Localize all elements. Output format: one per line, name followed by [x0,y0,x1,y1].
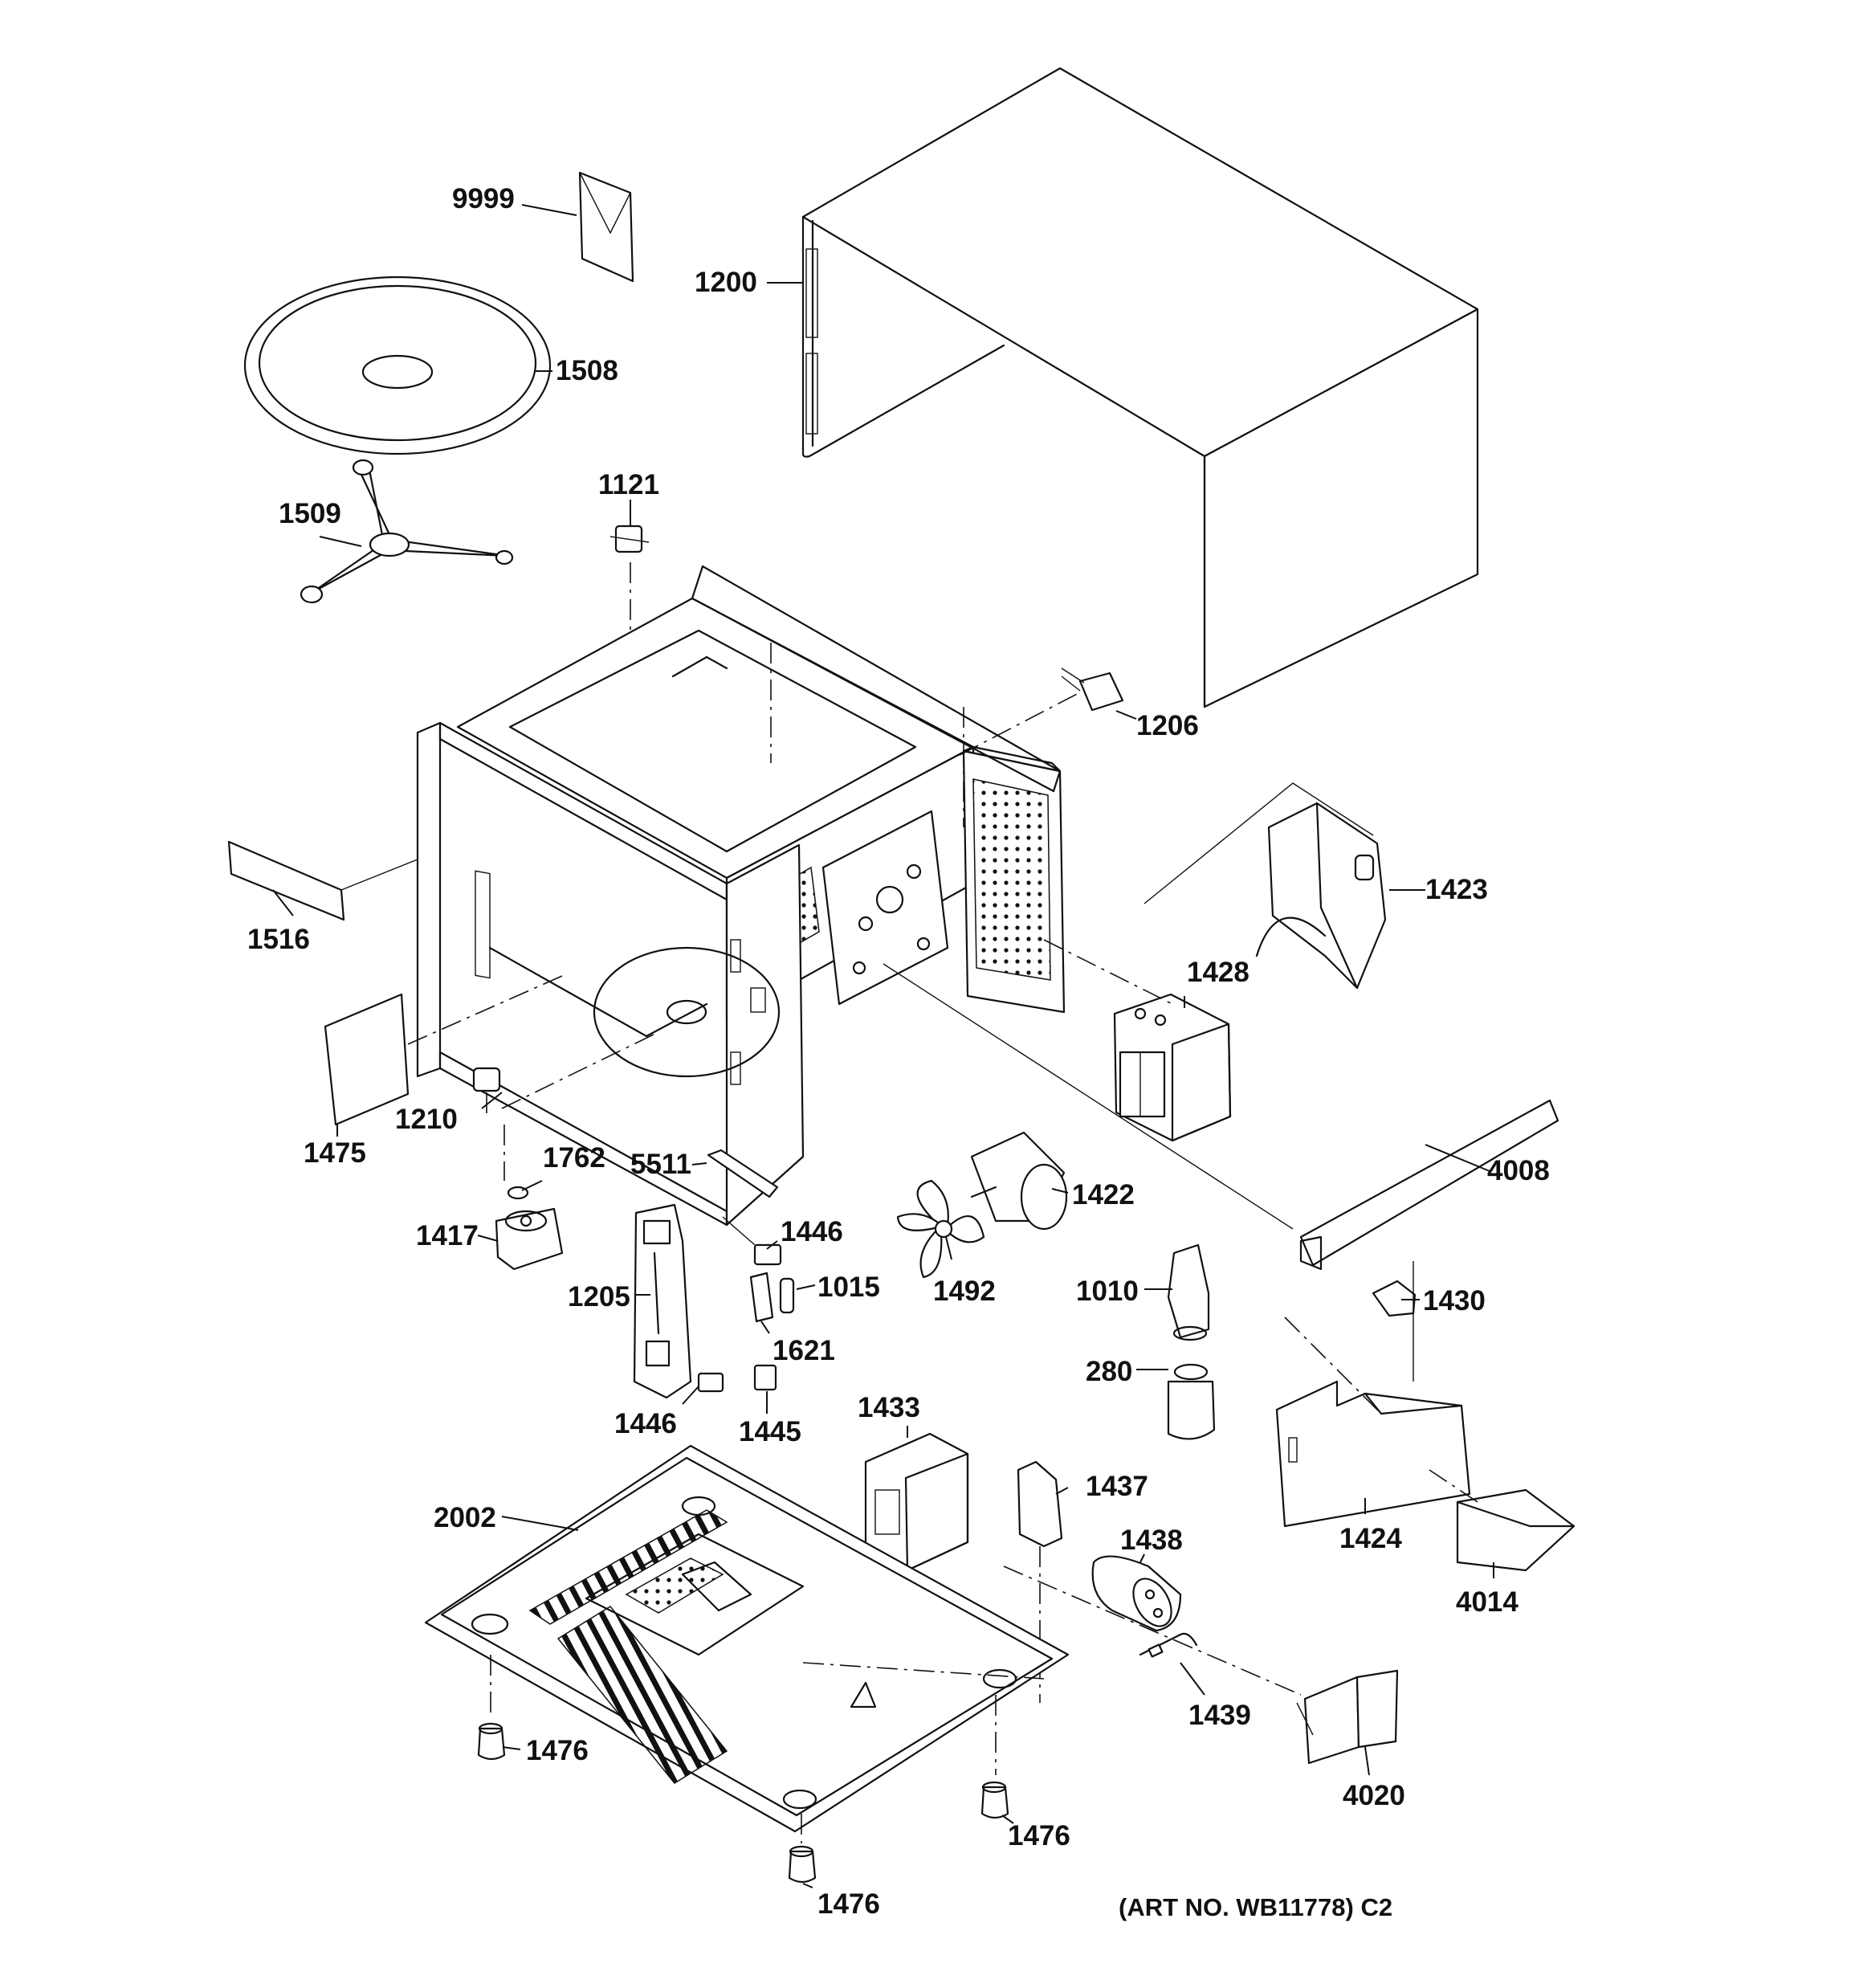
part-label-1010: 1010 [1076,1276,1139,1307]
part-label-9999: 9999 [452,183,515,214]
foot-right [980,1695,1009,1819]
part-label-1424: 1424 [1339,1523,1402,1554]
part-label-4020: 4020 [1343,1780,1405,1811]
part-label-1121: 1121 [598,469,659,500]
art-number: (ART NO. WB11778) C2 [1119,1893,1393,1921]
bracket-rail [883,963,1559,1271]
fan-motor [970,1131,1068,1231]
part-label-1428: 1428 [1187,957,1249,988]
interlock-switch-lower [697,1372,724,1393]
part-label-1439: 1439 [1188,1700,1251,1731]
door-seal-strip [227,840,418,921]
part-label-1210: 1210 [395,1104,458,1135]
part-label-1445: 1445 [739,1416,801,1447]
fan-duct [1143,782,1387,990]
cavity-assembly [416,565,1066,1227]
hinge-bracket [1372,1261,1417,1382]
part-label-1430: 1430 [1423,1285,1486,1316]
leader-lines [272,204,1494,1888]
turntable-tray [243,276,552,455]
foot-left [477,1655,506,1761]
hv-diode [1139,1632,1198,1658]
part-label-1423: 1423 [1425,874,1488,905]
part-label-1437: 1437 [1086,1471,1148,1502]
part-label-1516: 1516 [247,924,310,955]
part-label-1422: 1422 [1072,1179,1135,1210]
control-bracket [1275,1316,1471,1528]
part-label-1762: 1762 [543,1142,605,1174]
part-label-1206: 1206 [1136,710,1199,741]
part-label-4014: 4014 [1456,1586,1519,1618]
part-label-1015: 1015 [817,1272,880,1303]
hv-capacitor [1003,1555,1302,1696]
shield-plate [1429,1469,1576,1572]
fan-blade [896,1179,985,1279]
door-latch [707,1149,779,1198]
part-label-1205: 1205 [568,1281,630,1312]
fuse-holder [1167,1243,1210,1341]
part-label-1417: 1417 [416,1220,479,1251]
foot-front [788,1814,817,1884]
latch-board [633,1203,692,1399]
turntable-coupler [472,1031,659,1116]
part-label-280: 280 [1086,1356,1133,1387]
part-label-1446-lower: 1446 [614,1408,677,1439]
part-label-4008: 4008 [1487,1155,1550,1186]
part-label-2002: 2002 [434,1502,496,1533]
part-label-5511: 5511 [630,1149,691,1180]
literature-envelope [578,171,634,283]
thermal-cutout-cap [1167,1363,1216,1440]
part-label-1509: 1509 [279,498,341,529]
part-label-1475: 1475 [304,1137,366,1169]
part-label-1446-upper: 1446 [781,1216,843,1247]
part-label-1438: 1438 [1120,1525,1183,1556]
fuse [779,1277,795,1314]
part-label-1621: 1621 [773,1335,835,1366]
power-cord-connector [959,667,1124,756]
interlock-switch-upper [722,1216,782,1266]
part-label-1200: 1200 [695,267,757,298]
part-label-1433: 1433 [858,1392,920,1423]
monitor-switch [753,1364,777,1391]
switch-holder [749,1272,774,1323]
magnetron [1043,939,1232,1142]
part-label-1476-front: 1476 [817,1888,880,1920]
turntable-motor [495,1207,564,1271]
outer-case [801,67,1479,708]
roller-support [300,459,514,604]
waveguide-cover [324,975,563,1126]
capacitor-bracket [1017,1460,1063,1703]
part-label-1476-left: 1476 [526,1735,589,1766]
part-label-1476-right: 1476 [1008,1820,1070,1851]
washer [503,1125,529,1200]
corner-bracket [1296,1669,1399,1765]
part-label-1508: 1508 [556,355,618,386]
base-plate [424,1444,1070,1833]
part-label-1492: 1492 [933,1276,996,1307]
